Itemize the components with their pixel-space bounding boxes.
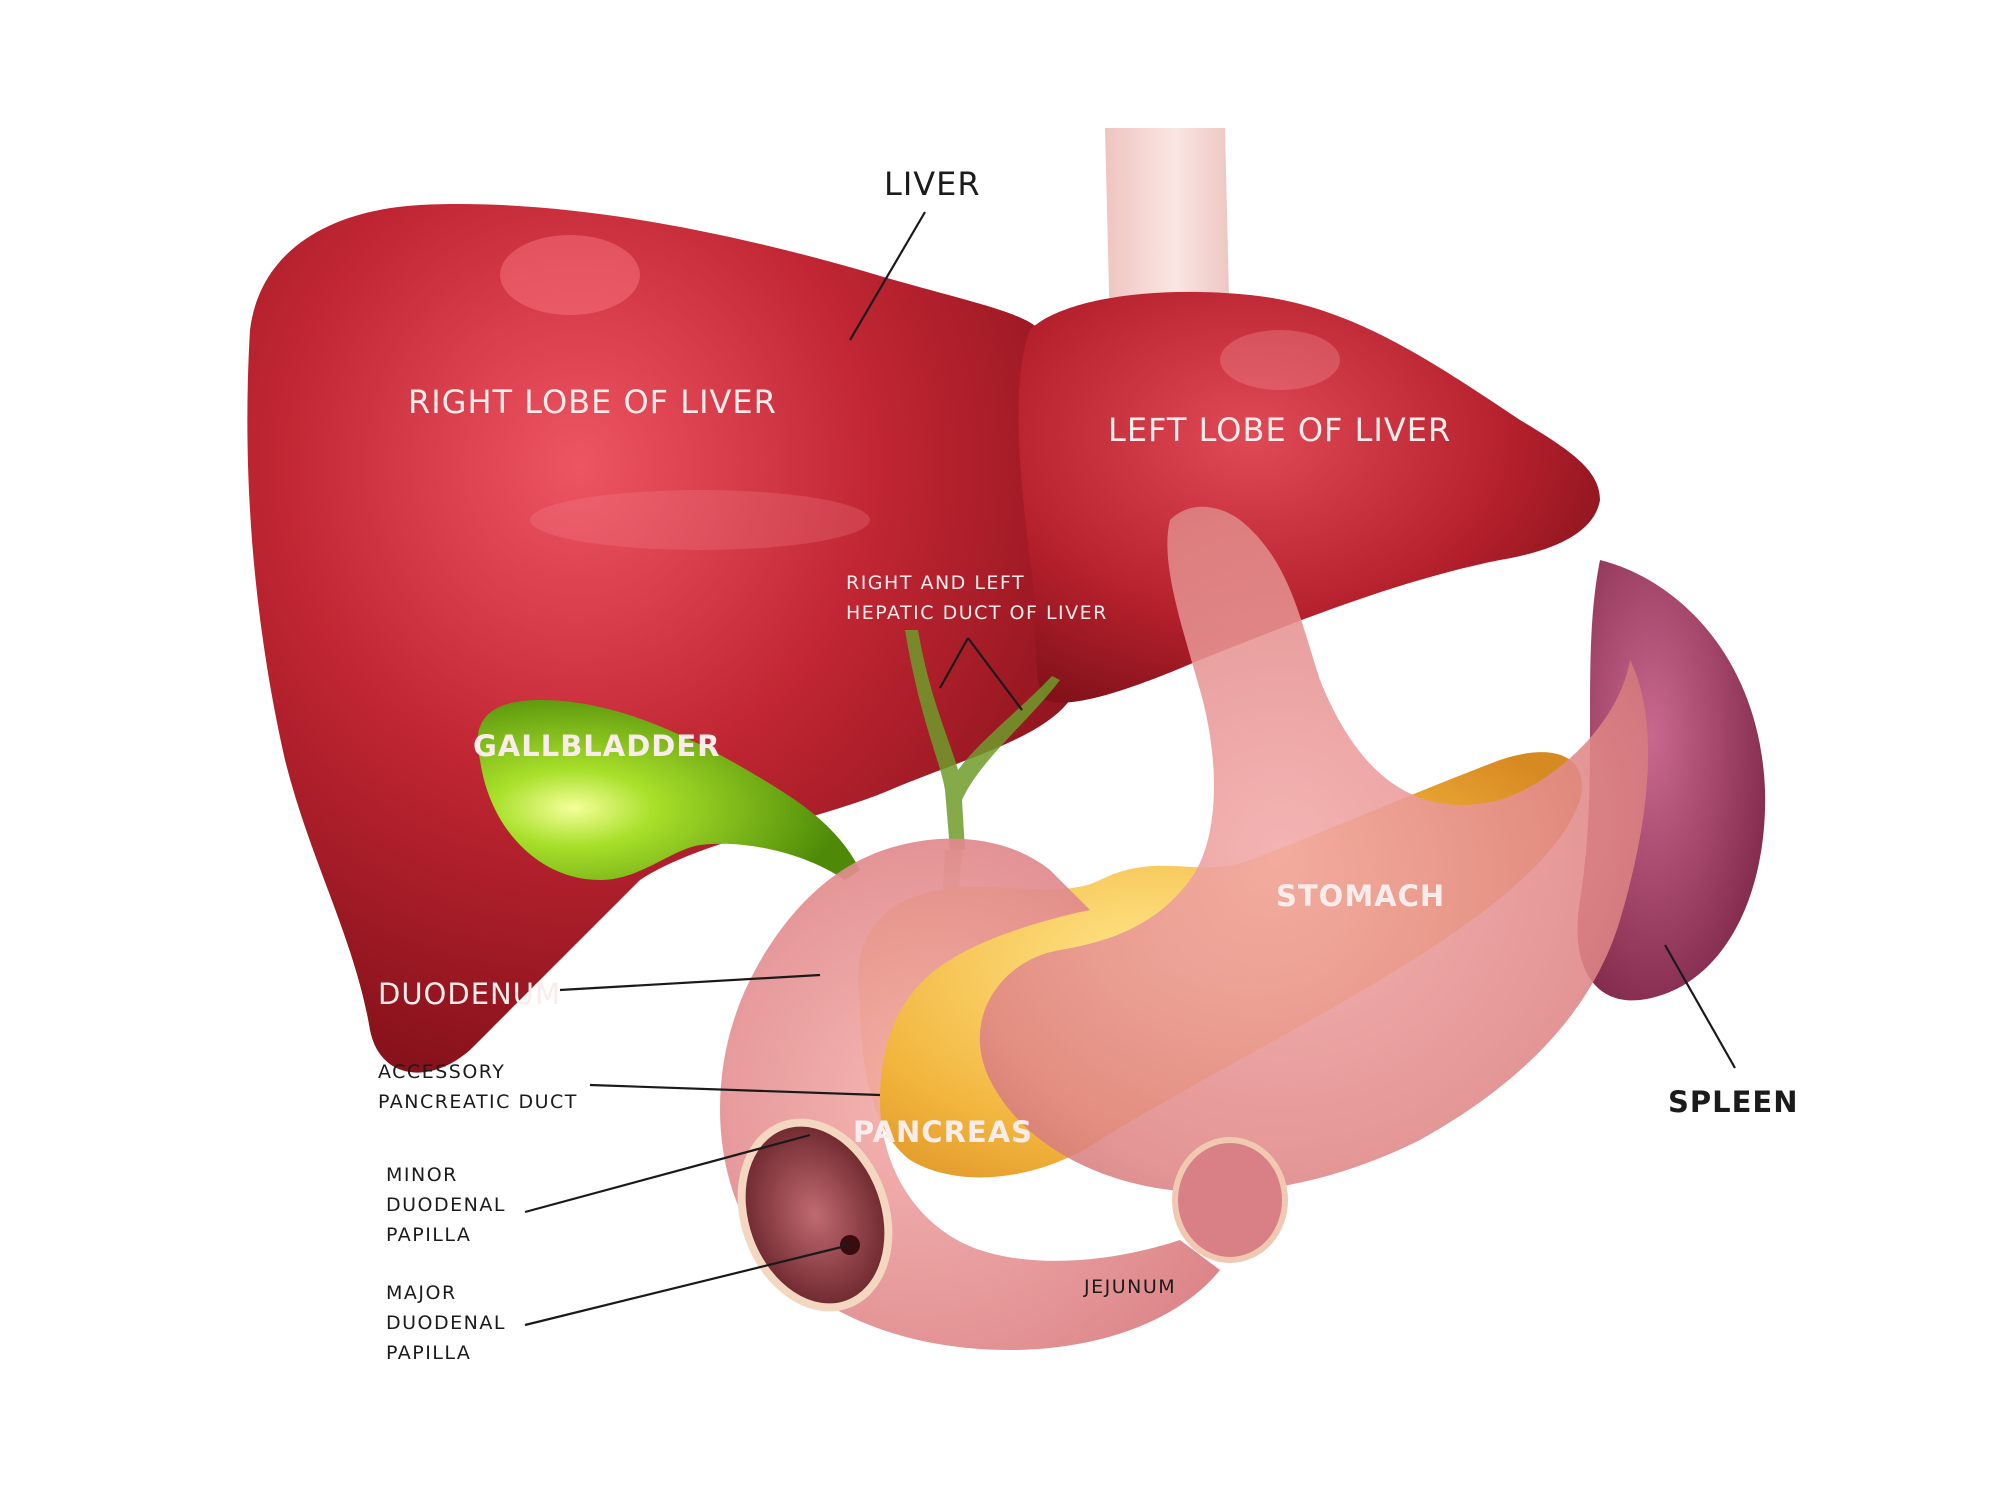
label-hepatic-duct-2: HEPATIC DUCT OF LIVER — [846, 602, 1108, 624]
label-duodenum: DUODENUM — [378, 977, 561, 1011]
leader-accessory — [589, 1083, 881, 1097]
label-stomach: STOMACH — [1276, 879, 1446, 913]
duodenum-lumen — [737, 1118, 893, 1312]
label-liver: LIVER — [884, 165, 981, 203]
leader-minor — [524, 1133, 811, 1214]
label-left-lobe: LEFT LOBE OF LIVER — [1108, 411, 1452, 449]
label-major-3: PAPILLA — [386, 1342, 472, 1364]
label-hepatic-duct-1: RIGHT AND LEFT — [846, 572, 1026, 594]
leader-spleen — [1664, 944, 1736, 1069]
stomach — [979, 506, 1649, 1193]
leader-major — [524, 1243, 851, 1327]
hepatic-duct — [905, 630, 1060, 850]
label-gallbladder: GALLBLADDER — [473, 729, 721, 763]
label-minor-2: DUODENAL — [386, 1194, 506, 1216]
leader-hepatic-left — [939, 637, 969, 689]
jejunum — [1172, 1137, 1288, 1263]
label-spleen: SPLEEN — [1668, 1085, 1799, 1119]
label-minor-3: PAPILLA — [386, 1224, 472, 1246]
leader-lines — [524, 211, 1736, 1327]
label-major-1: MAJOR — [386, 1282, 457, 1304]
label-accessory-2: PANCREATIC DUCT — [378, 1091, 578, 1113]
label-minor-1: MINOR — [386, 1164, 458, 1186]
gallbladder — [477, 700, 860, 880]
liver — [247, 204, 1073, 1073]
leader-hepatic-right — [967, 637, 1023, 711]
label-accessory-1: ACCESSORY — [378, 1061, 506, 1083]
leader-liver — [849, 211, 926, 341]
left-lobe — [1018, 291, 1600, 703]
label-major-2: DUODENAL — [386, 1312, 506, 1334]
label-jejunum: JEJUNUM — [1084, 1276, 1177, 1298]
label-right-lobe: RIGHT LOBE OF LIVER — [408, 383, 777, 421]
leader-duodenum — [559, 973, 821, 992]
label-pancreas: PANCREAS — [853, 1115, 1034, 1149]
